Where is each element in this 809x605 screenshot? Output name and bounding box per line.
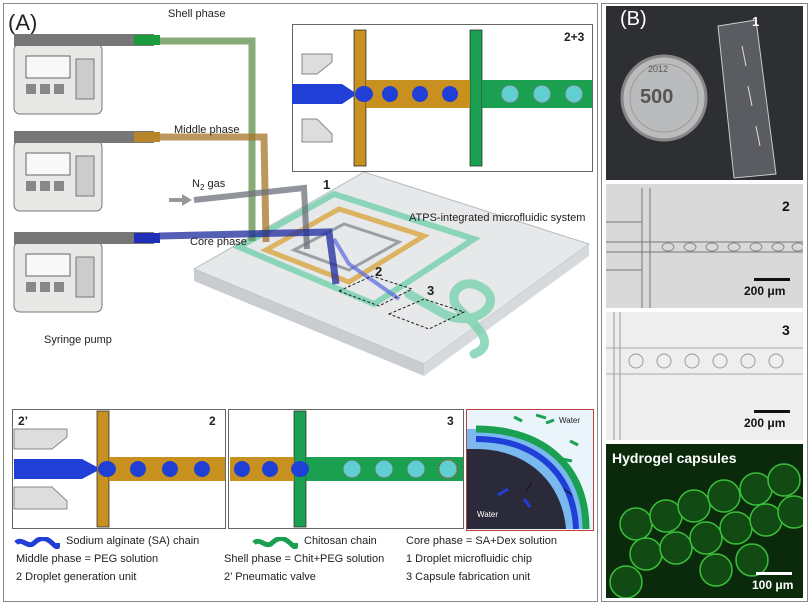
panel-a: (A) <box>3 3 598 602</box>
sa-chain-icon <box>14 537 60 549</box>
chip-number-2: 2 <box>375 264 383 279</box>
chip-photo: (B) 1 2012 500 <box>606 6 803 180</box>
inset-2-label: 2 <box>209 414 216 428</box>
shell-phase-label: Shell phase <box>168 8 226 20</box>
inset-2-prime-label: 2’ <box>18 414 29 428</box>
capsule-fabrication-photo: 3 200 μm <box>606 312 803 440</box>
chitosan-chain-icon <box>252 537 298 549</box>
system-schematic <box>13 34 591 376</box>
coin-value: 500 <box>640 86 674 108</box>
inset-3-label: 3 <box>447 414 454 428</box>
panel-b-label: (B) <box>620 8 647 30</box>
coin-year: 2012 <box>648 64 669 74</box>
chip-glass <box>717 19 777 179</box>
legend-chitosan-chain: Chitosan chain <box>304 535 377 547</box>
legend-item-2-prime: 2’ Pneumatic valve <box>224 571 316 583</box>
water-label-top: Water <box>559 416 581 425</box>
legend-shell-phase: Shell phase = Chit+PEG solution <box>224 553 385 565</box>
legend: Sodium alginate (SA) chain Chitosan chai… <box>12 535 592 599</box>
capsule-wall-zoom <box>466 409 594 531</box>
tubing <box>158 37 340 285</box>
syringe-pump-label: Syringe pump <box>44 334 112 346</box>
hydrogel-capsules-photo: Hydrogel capsules 100 μm <box>606 444 803 598</box>
photo-2-scale: 200 μm <box>744 284 786 298</box>
inset-top-label: 2+3 <box>564 30 585 44</box>
inset-2-plus-3 <box>292 24 593 172</box>
panel-a-label: (A) <box>8 10 38 35</box>
n2-gas-label: N2 gas <box>192 178 226 193</box>
syringe-pump-1 <box>13 34 160 115</box>
chip-number-1: 1 <box>323 177 331 192</box>
microfluidic-chip <box>192 171 591 376</box>
scale-bar-2 <box>754 278 790 281</box>
atps-system-label: ATPS-integrated microfluidic system <box>409 212 586 224</box>
photo-3-label: 3 <box>782 322 790 338</box>
photo-4-scale: 100 μm <box>752 578 794 592</box>
photo-4-title: Hydrogel capsules <box>612 450 737 466</box>
inset-3 <box>228 409 464 529</box>
photo-2-label: 2 <box>782 198 790 214</box>
photo-1-label: 1 <box>752 14 760 29</box>
scale-bar-4 <box>756 572 792 575</box>
inset-2-prime-2 <box>12 409 226 529</box>
middle-phase-label: Middle phase <box>174 124 240 136</box>
legend-item-2: 2 Droplet generation unit <box>16 571 137 583</box>
legend-core-phase: Core phase = SA+Dex solution <box>406 535 558 547</box>
syringe-pump-3 <box>13 232 160 313</box>
water-label-bottom: Water <box>477 510 499 519</box>
legend-sa-chain: Sodium alginate (SA) chain <box>66 535 200 547</box>
legend-item-3: 3 Capsule fabrication unit <box>406 571 531 583</box>
droplet-generation-photo: 2 200 μm <box>606 184 803 308</box>
scale-bar-3 <box>754 410 790 413</box>
photo-3-scale: 200 μm <box>744 416 786 430</box>
legend-middle-phase: Middle phase = PEG solution <box>16 553 159 565</box>
panel-b: (B) 1 2012 500 2 200 μm 3 <box>601 3 808 602</box>
legend-item-1: 1 Droplet microfluidic chip <box>406 553 532 565</box>
chip-number-3: 3 <box>427 283 435 298</box>
syringe-pump-2 <box>13 131 160 212</box>
coin-icon <box>620 54 708 142</box>
core-phase-label: Core phase <box>190 236 247 248</box>
